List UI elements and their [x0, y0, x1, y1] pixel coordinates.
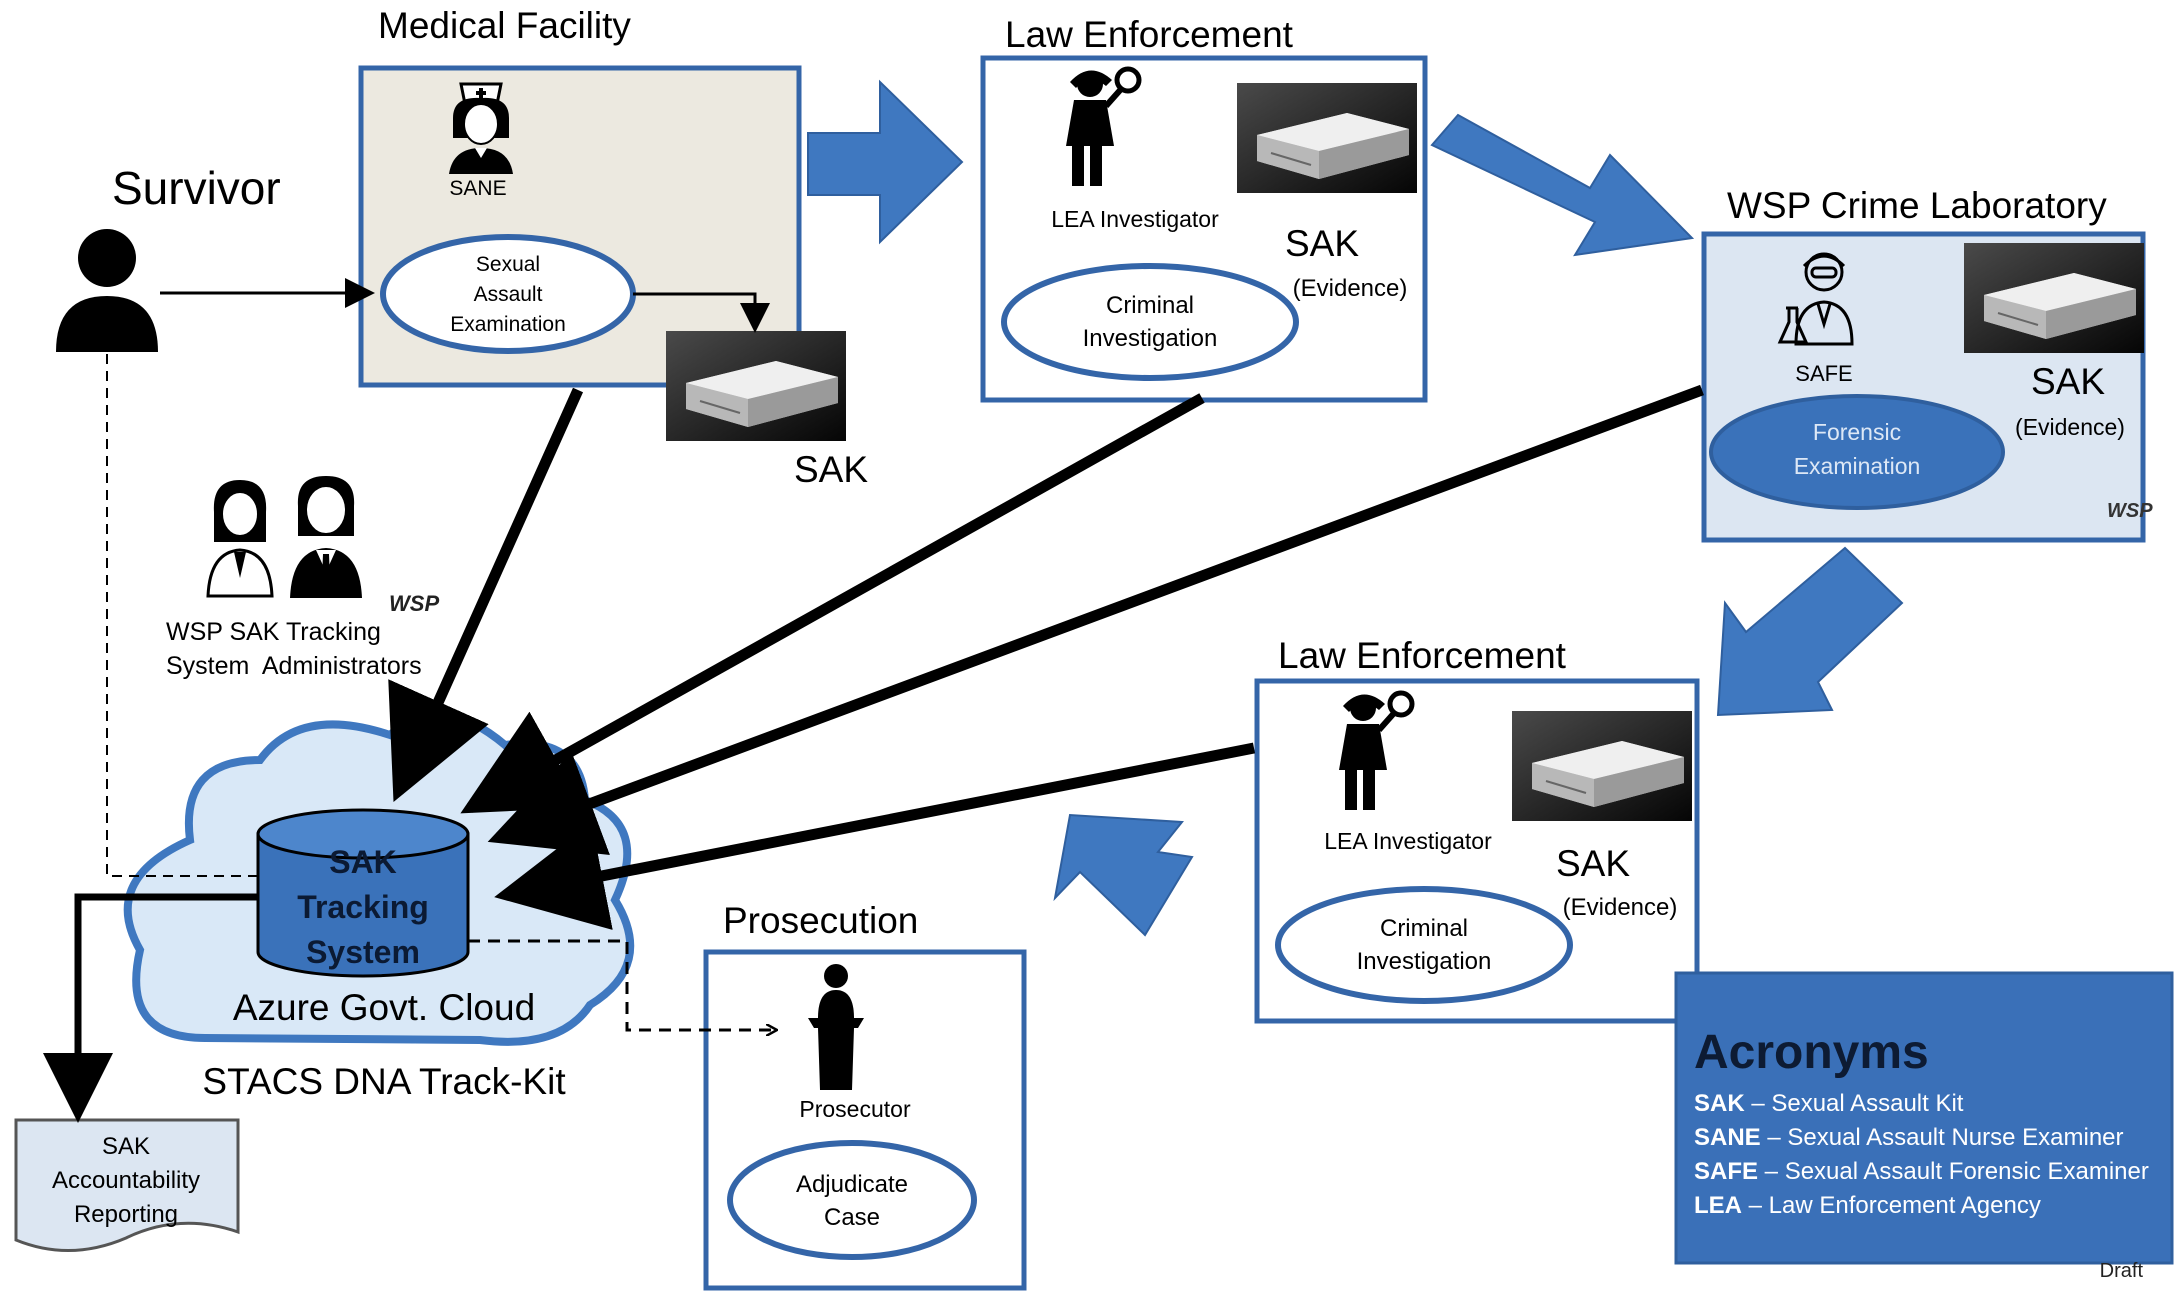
forensic-exam-line1: Forensic — [1813, 419, 1901, 445]
nurse-icon — [449, 82, 513, 174]
acronym-abbr: SAK — [1694, 1090, 1745, 1117]
scientist-icon — [1777, 252, 1854, 346]
le-top-activity-line2: Investigation — [1083, 325, 1218, 352]
product-label: STACS DNA Track-Kit — [202, 1061, 566, 1102]
le-bottom-investigation-ellipse — [1275, 886, 1573, 1004]
admins-label-line1: WSP SAK Tracking — [166, 618, 381, 646]
flow-arrow-lab-to-le — [1716, 546, 1904, 717]
report-line1: SAK — [102, 1133, 150, 1160]
db-label-line2: Tracking — [297, 889, 429, 925]
accountability-report: SAK Accountability Reporting — [14, 1118, 240, 1252]
acronym-def: – Sexual Assault Forensic Examiner — [1758, 1158, 2149, 1185]
prosecutor-role: Prosecutor — [799, 1096, 911, 1122]
acronym-item: LEA – Law Enforcement Agency — [1694, 1192, 2041, 1219]
acronym-item: SAFE – Sexual Assault Forensic Examiner — [1694, 1158, 2149, 1185]
report-line2: Accountability — [52, 1167, 200, 1194]
flow-arrow-le-to-lab — [1430, 113, 1695, 257]
db-label-line1: SAK — [329, 844, 397, 880]
le-top-investigation-ellipse — [1001, 263, 1299, 381]
document-icon — [14, 1118, 240, 1252]
acronym-def: – Sexual Assault Nurse Examiner — [1761, 1124, 2124, 1151]
kit-box-icon — [1963, 242, 2145, 354]
medical-facility: Medical Facility SANE Sexual Assault Exa… — [358, 5, 868, 490]
forensic-exam-line2: Examination — [1794, 453, 1921, 479]
sexual-assault-exam-line1: Sexual — [476, 253, 540, 276]
adjudicate-case-ellipse — [727, 1140, 977, 1260]
admins-wsp-logo: WSP — [389, 591, 439, 616]
db-label-line3: System — [306, 934, 420, 970]
le-bottom-activity-line2: Investigation — [1357, 948, 1492, 975]
admins-label-line2: System Administrators — [166, 652, 422, 680]
le-top-kit-label: SAK — [1285, 223, 1359, 264]
acronym-def: – Sexual Assault Kit — [1745, 1090, 1964, 1117]
le-bottom-kit-sub: (Evidence) — [1563, 894, 1678, 921]
prosecution: Prosecution Prosecutor Adjudicate Case — [703, 900, 1027, 1291]
lab-kit-sub: (Evidence) — [2015, 414, 2125, 440]
system-administrators: WSP WSP SAK Tracking System Administrato… — [166, 476, 439, 680]
le-bottom-kit-label: SAK — [1556, 843, 1630, 884]
acronym-abbr: SAFE — [1694, 1158, 1758, 1185]
survivor: Survivor — [56, 162, 281, 352]
flow-arrow-le-to-prosecution — [1053, 813, 1194, 937]
draft-watermark: Draft — [2100, 1260, 2144, 1282]
medical-role-label: SANE — [449, 177, 506, 200]
acronyms-box — [1674, 971, 2174, 1265]
lab-kit-label: SAK — [2031, 361, 2105, 402]
le-top-role: LEA Investigator — [1051, 206, 1219, 232]
forensic-exam-ellipse — [1709, 394, 2005, 510]
medical-facility-title: Medical Facility — [378, 5, 631, 46]
person-silhouette-icon — [56, 229, 158, 352]
connector-le-top-db — [460, 393, 1205, 814]
connector-medical-db — [388, 387, 584, 803]
connector-lab-db — [487, 384, 1704, 856]
acronym-abbr: SANE — [1694, 1124, 1761, 1151]
prosecution-title: Prosecution — [723, 900, 918, 941]
le-bottom-activity-line1: Criminal — [1380, 915, 1468, 942]
connectors — [43, 278, 1704, 1123]
adjudicate-line2: Case — [824, 1204, 880, 1231]
database-icon — [256, 808, 470, 978]
acronym-item: SAK – Sexual Assault Kit — [1694, 1090, 1964, 1117]
lab-title: WSP Crime Laboratory — [1727, 185, 2107, 226]
wsp-logo: WSP — [2107, 500, 2153, 522]
connector-exam-kit — [633, 292, 770, 333]
sexual-assault-exam-line3: Examination — [450, 313, 566, 336]
acronyms-title: Acronyms — [1694, 1026, 1929, 1079]
prosecutor-podium-icon — [808, 964, 864, 1090]
law-enforcement-bottom: Law Enforcement LEA Investigator SAK (Ev… — [1254, 635, 1700, 1024]
lab-role-label: SAFE — [1795, 361, 1852, 386]
admins-icon — [206, 476, 362, 598]
connector-survivor-db-dashed — [106, 354, 258, 877]
sexual-assault-exam-line2: Assault — [474, 283, 543, 306]
adjudicate-line1: Adjudicate — [796, 1171, 908, 1198]
connector-le-bottom-db — [494, 742, 1256, 930]
le-top-title: Law Enforcement — [1005, 14, 1294, 55]
connector-db-prosecution-dashed — [468, 939, 776, 1030]
acronym-item: SANE – Sexual Assault Nurse Examiner — [1694, 1124, 2124, 1151]
le-top-kit-sub: (Evidence) — [1293, 275, 1408, 302]
report-line3: Reporting — [74, 1201, 178, 1228]
le-bottom-title: Law Enforcement — [1278, 635, 1567, 676]
flow-arrow-medical-to-le — [807, 79, 964, 245]
cloud-label: Azure Govt. Cloud — [233, 987, 535, 1028]
crime-laboratory: WSP Crime Laboratory SAFE SAK (Evidence)… — [1701, 185, 2153, 543]
medical-kit-label: SAK — [794, 449, 868, 490]
kit-box-icon — [665, 330, 847, 442]
survivor-label: Survivor — [112, 162, 281, 214]
kit-box-icon — [1511, 710, 1693, 822]
acronyms-panel: Acronyms SAK – Sexual Assault Kit SANE –… — [1674, 971, 2174, 1282]
azure-cloud: SAK Tracking System Azure Govt. Cloud ST… — [123, 710, 635, 1102]
connector-db-report — [43, 893, 258, 1123]
law-enforcement-top: Law Enforcement LEA Investigator SAK (Ev… — [980, 14, 1428, 403]
acronym-abbr: LEA — [1694, 1192, 1742, 1219]
flow-arrows — [807, 79, 1904, 937]
acronym-def: – Law Enforcement Agency — [1742, 1192, 2041, 1219]
le-top-activity-line1: Criminal — [1106, 292, 1194, 319]
kit-box-icon — [1236, 82, 1418, 194]
le-bottom-role: LEA Investigator — [1324, 828, 1492, 854]
